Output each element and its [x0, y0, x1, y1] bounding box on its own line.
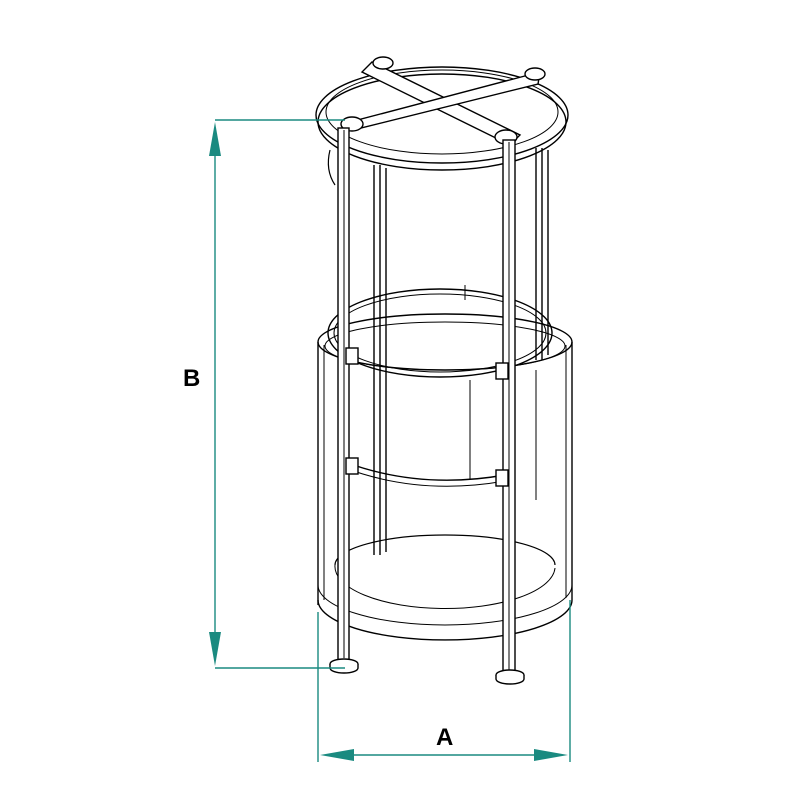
dimension-a [317, 600, 571, 762]
feet [329, 658, 525, 685]
front-posts [337, 127, 516, 673]
back-posts [373, 148, 549, 555]
dimension-b [209, 119, 345, 669]
dimension-a-label: A [436, 724, 454, 751]
top-lid [315, 66, 569, 186]
cross-bars [340, 56, 546, 146]
dimension-b-label: B [183, 365, 201, 392]
guide-rings [327, 285, 553, 487]
